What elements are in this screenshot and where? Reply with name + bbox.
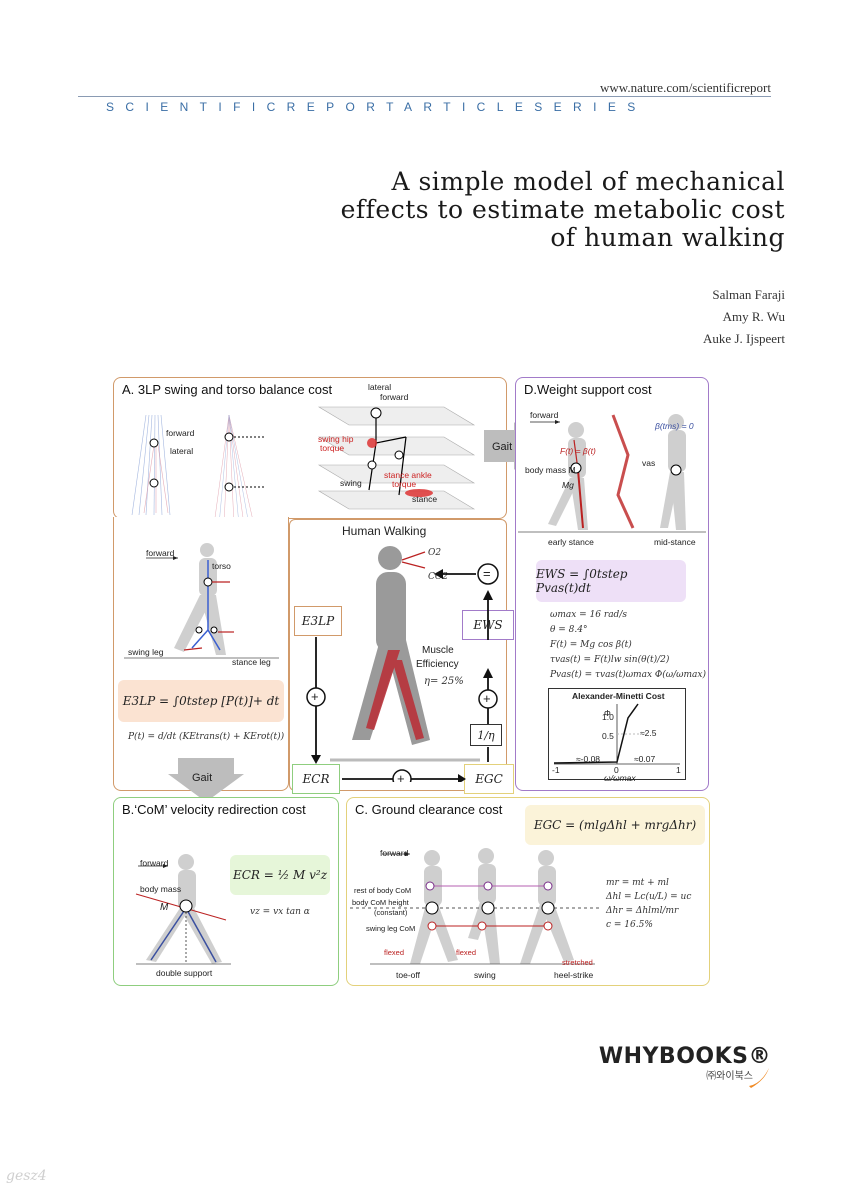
plus-left: + <box>311 689 319 704</box>
param-omega: ωmax = 16 rad/s <box>550 610 627 620</box>
formula-ecr: ECR = ½ M v²z <box>230 855 330 895</box>
param-dhr: Δhr = Δhlml/mr <box>606 906 678 916</box>
label-early-stance: early stance <box>548 537 594 547</box>
param-power: Pvas(t) = τvas(t)ωmax Φ(ω/ωmax) <box>550 670 706 680</box>
title-line-1: A simple model of mechanical <box>341 168 785 196</box>
label-torque: torque <box>320 443 344 453</box>
label-swing: swing <box>340 478 362 488</box>
label-mg: Mg <box>562 480 574 490</box>
label-swing-leg: swing leg <box>128 647 163 657</box>
param-theta: θ = 8.4° <box>550 625 588 635</box>
label-forward-d: forward <box>530 410 558 420</box>
logo-subtext: ㈜와이북스 <box>599 1067 753 1082</box>
param-dhl: Δhl = Lc(u/L) = uc <box>606 892 691 902</box>
chart-annot-neg: ≈-0.08 <box>576 754 600 764</box>
chart-xlabel: ω/ωmax <box>604 773 636 783</box>
label-forward-a: forward <box>166 428 194 438</box>
chart-y05: 0.5 <box>602 731 614 741</box>
param-tau: τvas(t) = F(t)lw sin(θ(t)/2) <box>550 655 669 665</box>
label-forward-c: forward <box>380 848 408 858</box>
label-stance-leg: stance leg <box>232 657 271 667</box>
panel-b-title: B.‘CoM’ velocity redirection cost <box>122 802 306 817</box>
formula-ews: EWS = ∫0tstep Pvas(t)dt <box>536 560 686 602</box>
panel-a-3lp-illustration <box>114 395 506 517</box>
panel-c-title: C. Ground clearance cost <box>355 802 502 817</box>
label-flexed-1: flexed <box>384 948 404 957</box>
label-body-mass-d: body mass M <box>525 465 576 475</box>
param-mr: mr = mt + ml <box>606 878 669 888</box>
label-lateral-a2: lateral <box>368 382 391 392</box>
label-stretched: stretched <box>562 958 593 967</box>
chart-annot-pos: ≈0.07 <box>634 754 655 764</box>
author-list: Salman Faraji Amy R. Wu Auke J. Ijspeert <box>703 284 785 350</box>
chart-xmax: 1 <box>676 765 681 775</box>
publisher-logo: WHYBOOKS® ㈜와이북스 <box>599 1044 771 1082</box>
gait-label-down: Gait <box>192 772 212 784</box>
author-2: Amy R. Wu <box>703 306 785 328</box>
label-swing-com: swing leg CoM <box>366 924 415 933</box>
center-flow-arrows <box>290 552 520 782</box>
watermark: gesz4 <box>6 1168 47 1184</box>
param-force: F(t) = Mg cos β(t) <box>550 640 632 650</box>
chart-xmin: -1 <box>552 765 560 775</box>
title-line-2: effects to estimate metabolic cost <box>341 196 785 224</box>
label-m-b: M <box>160 902 168 913</box>
title-line-3: of human walking <box>341 224 785 252</box>
formula-e3lp: E3LP = ∫0tstep [P(t)]+ dt <box>118 680 284 722</box>
gait-label-right: Gait <box>492 441 512 453</box>
label-vas: vas <box>642 458 655 468</box>
label-mid-stance: mid-stance <box>654 537 696 547</box>
panel-d-title: D.Weight support cost <box>524 382 652 397</box>
equals-sign: = <box>483 566 491 581</box>
label-forward-b: forward <box>140 858 168 868</box>
label-torso: torso <box>212 561 231 571</box>
chart-y1: 1.0 <box>602 712 614 722</box>
logo-swoosh-icon <box>747 1066 771 1088</box>
label-ft: F(t) = β(t) <box>560 446 596 456</box>
label-swing-c: swing <box>474 970 496 980</box>
label-beta: β(tms) = 0 <box>655 421 694 431</box>
label-forward-a2: forward <box>380 392 408 402</box>
label-flexed-2: flexed <box>456 948 476 957</box>
label-torque-2: torque <box>392 479 416 489</box>
paper-title: A simple model of mechanical effects to … <box>341 168 785 252</box>
center-title: Human Walking <box>342 524 426 538</box>
formula-power: P(t) = d/dt (KEtrans(t) + KErot(t)) <box>128 732 284 742</box>
label-body-mass-b: body mass <box>140 884 181 894</box>
label-rest-com: rest of body CoM <box>354 886 411 895</box>
label-stance: stance <box>412 494 437 504</box>
author-1: Salman Faraji <box>703 284 785 306</box>
label-heel-strike: heel-strike <box>554 970 593 980</box>
plus-bottom: + <box>397 771 405 786</box>
label-forward-a3: forward <box>146 548 174 558</box>
series-banner: SCIENTIFICREPORTARTICLESERIES <box>106 100 647 114</box>
formula-egc: EGC = (mlgΔhl + mrgΔhr) <box>525 805 705 845</box>
formula-vz: vz = vx tan α <box>250 907 310 917</box>
label-body-com-height: body CoM height <box>352 898 409 907</box>
site-url[interactable]: www.nature.com/scientificreport <box>600 80 771 96</box>
author-3: Auke J. Ijspeert <box>703 328 785 350</box>
header-rule <box>78 96 771 97</box>
chart-annot-25: ≈2.5 <box>640 728 656 738</box>
label-lateral-a: lateral <box>170 446 193 456</box>
panel-b-illustration <box>116 850 236 970</box>
plus-right: + <box>483 691 491 706</box>
chart-title: Alexander-Minetti Cost <box>572 691 665 701</box>
logo-wordmark: WHYBOOKS® <box>599 1044 771 1069</box>
label-toe-off: toe-off <box>396 970 420 980</box>
label-constant: (constant) <box>374 908 407 917</box>
label-double-support: double support <box>156 968 212 978</box>
param-c: c = 16.5% <box>606 920 653 930</box>
